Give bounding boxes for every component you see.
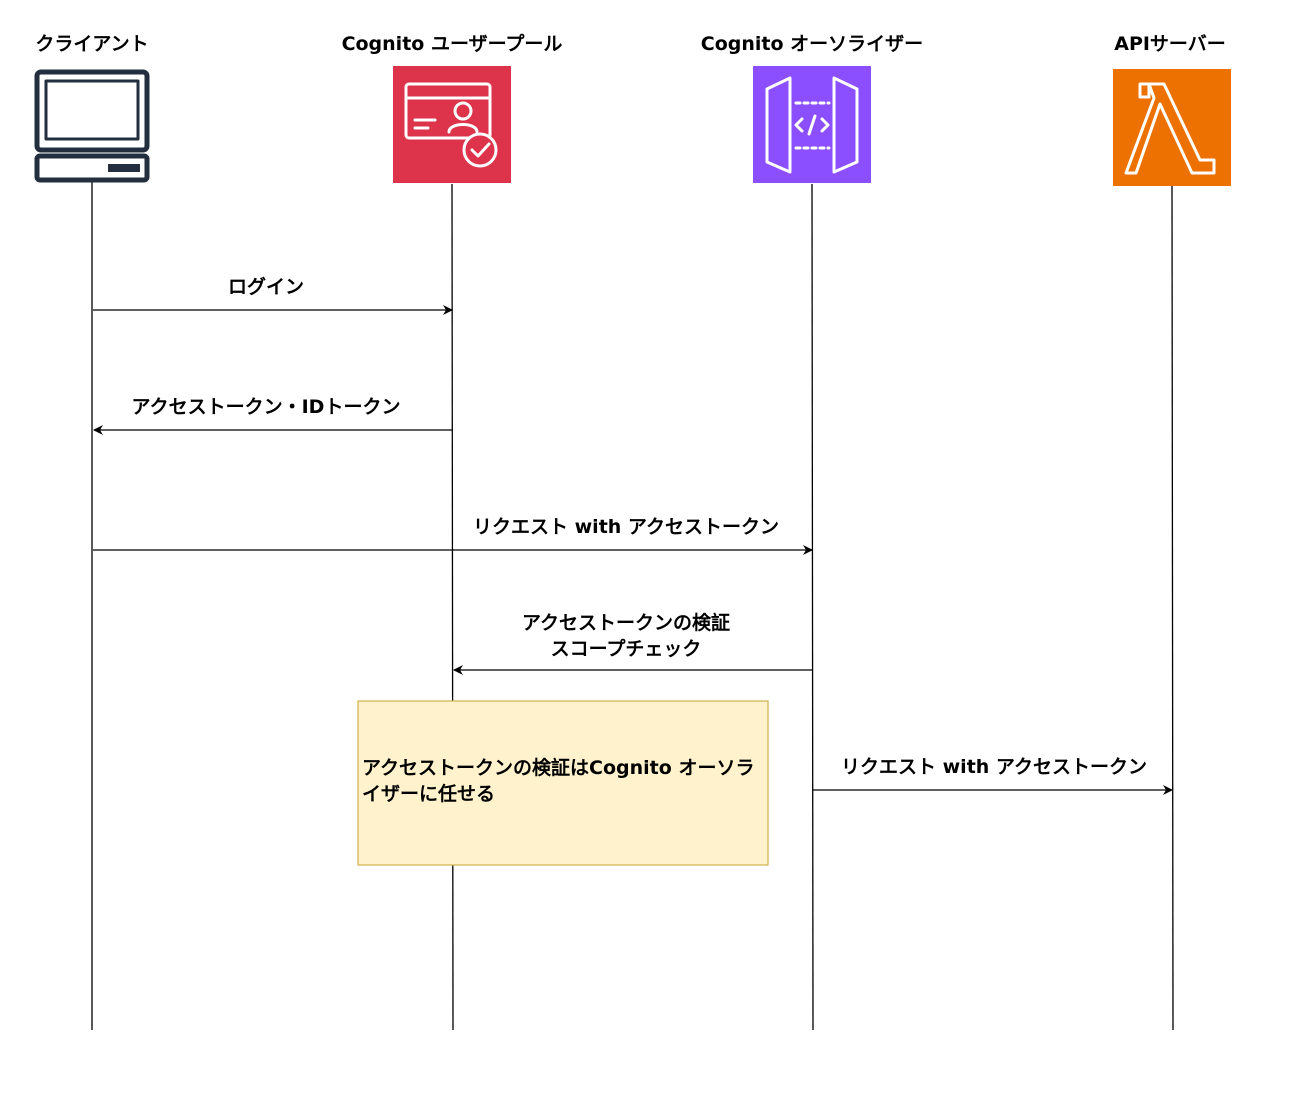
note-text: アクセストークンの検証はCognito オーソライザーに任せる <box>362 757 755 805</box>
lambda-icon <box>1113 69 1231 186</box>
message-label-request2: リクエスト with アクセストークン <box>841 756 1147 778</box>
message-tokens: アクセストークン・IDトークン <box>93 396 452 435</box>
participant-label-authorizer: Cognito オーソライザー <box>701 33 923 55</box>
participant-label-api: APIサーバー <box>1114 33 1226 55</box>
api-gateway-icon <box>753 66 871 183</box>
participant-label-client: クライアント <box>35 33 148 55</box>
participant-label-userpool: Cognito ユーザープール <box>342 32 563 55</box>
message-label-tokens: アクセストークン・IDトークン <box>132 396 401 418</box>
lifeline-authorizer <box>811 183 814 1031</box>
desktop-client-icon <box>34 69 150 183</box>
message-label-login: ログイン <box>228 275 304 298</box>
message-request2: リクエスト with アクセストークン <box>813 756 1173 795</box>
message-verify: アクセストークンの検証 スコープチェック <box>453 611 812 675</box>
message-label-verify-line1: アクセストークンの検証 <box>522 611 730 634</box>
lifeline-userpool <box>451 183 454 1031</box>
message-login: ログイン <box>93 275 453 315</box>
message-label-request1: リクエスト with アクセストークン <box>473 516 779 538</box>
lifeline-api <box>1171 185 1174 1031</box>
note-box <box>357 700 769 866</box>
cognito-user-pool-icon <box>393 66 511 183</box>
message-label-verify-line2: スコープチェック <box>551 637 702 660</box>
message-request1: リクエスト with アクセストークン <box>93 516 813 555</box>
